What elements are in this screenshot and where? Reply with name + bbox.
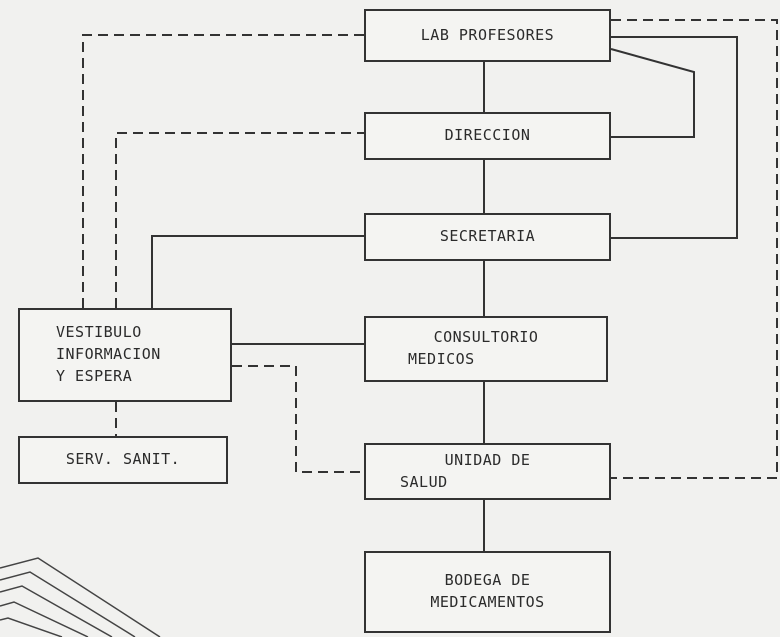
- direccion-label: DIRECCION: [444, 126, 531, 145]
- solid-connections: [151, 36, 738, 551]
- vestibulo-label-line3: Y ESPERA: [56, 366, 133, 385]
- lab-to-direccion-loop-line: [610, 48, 695, 138]
- vestibulo-label-line2: INFORMACION: [56, 345, 161, 364]
- consultorio-box: CONSULTORIO MEDICOS: [364, 316, 608, 382]
- lab-to-secretaria-line: [611, 36, 738, 239]
- vestibulo-label-line1: VESTIBULO: [56, 323, 142, 342]
- unidad-salud-label-line1: UNIDAD DE: [444, 450, 531, 469]
- vestibulo-to-secretaria-line: [151, 235, 364, 308]
- vestibulo-to-unidad-dashed-line: [232, 365, 364, 473]
- lab-profesores-box: LAB PROFESORES: [364, 9, 611, 62]
- unidad-salud-box: UNIDAD DE SALUD: [364, 443, 611, 500]
- dashed-connections: [82, 19, 778, 479]
- serv-sanit-box: SERV. SANIT.: [18, 436, 228, 484]
- secretaria-box: SECRETARIA: [364, 213, 611, 261]
- lab-profesores-label: LAB PROFESORES: [420, 25, 555, 44]
- vestibulo-to-direccion-dashed-line: [115, 132, 364, 308]
- consultorio-label-line2: MEDICOS: [408, 350, 475, 368]
- direccion-box: DIRECCION: [364, 112, 611, 160]
- serv-sanit-label: SERV. SANIT.: [65, 450, 181, 469]
- bodega-label-line2: MEDICAMENTOS: [430, 593, 545, 611]
- unidad-salud-label-line2: SALUD: [400, 472, 448, 491]
- secretaria-label: SECRETARIA: [439, 227, 536, 246]
- bodega-label-line1: BODEGA DE: [444, 571, 531, 590]
- vestibulo-to-lab-dashed-line: [82, 34, 364, 308]
- consultorio-label-line1: CONSULTORIO: [433, 328, 539, 347]
- roof-sketch: [0, 557, 161, 637]
- lab-to-unidad-dashed-line: [611, 19, 778, 479]
- vestibulo-box: VESTIBULO INFORMACION Y ESPERA: [18, 308, 232, 402]
- bodega-box: BODEGA DE MEDICAMENTOS: [364, 551, 611, 633]
